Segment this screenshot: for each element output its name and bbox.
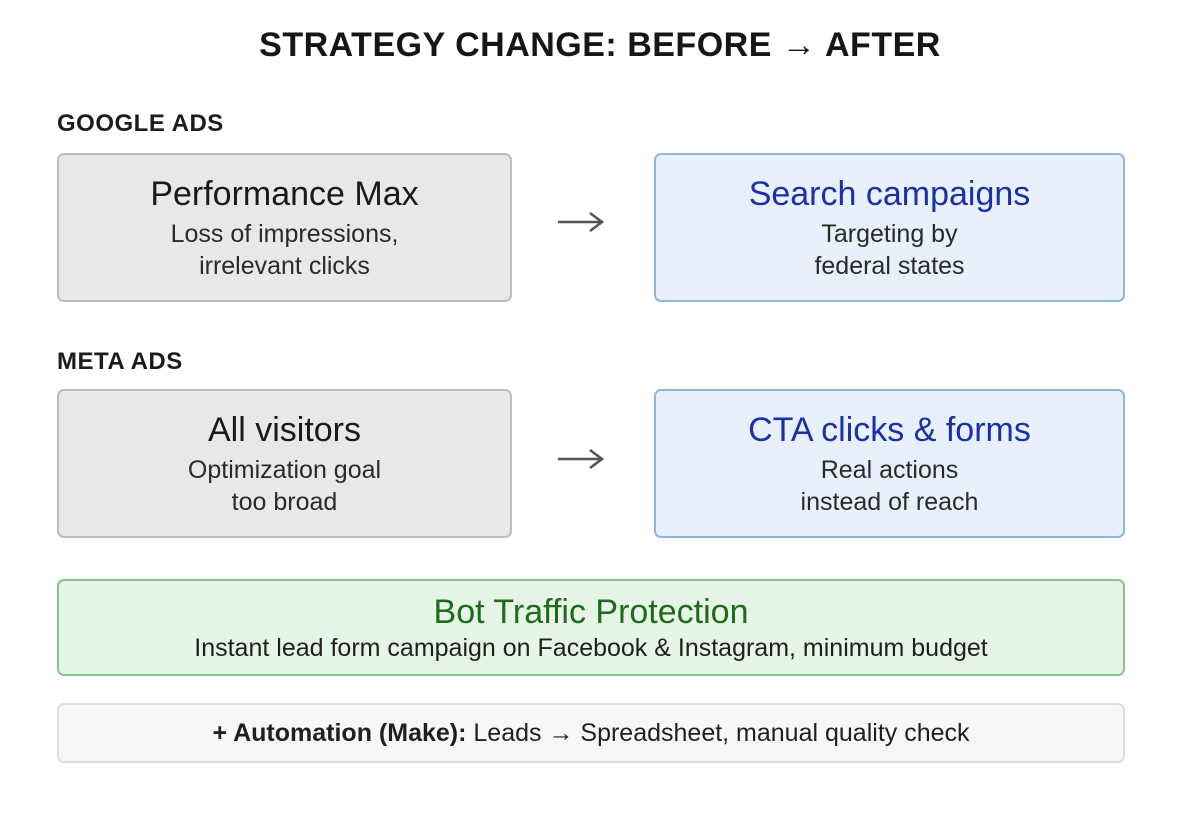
meta-ads-after-box: CTA clicks & forms Real actions instead … xyxy=(654,389,1125,538)
google-ads-before-desc-line-1: Loss of impressions, xyxy=(170,219,399,248)
page-title: STRATEGY CHANGE: BEFORE → AFTER xyxy=(259,26,941,64)
google-ads-before-box: Performance Max Loss of impressions, irr… xyxy=(57,153,512,302)
google-ads-before-desc: Loss of impressions, irrelevant clicks xyxy=(171,218,399,282)
meta-ads-before-box: All visitors Optimization goal too broad xyxy=(57,389,512,538)
bot-protection-title: Bot Traffic Protection xyxy=(433,592,749,631)
automation-note-text: Leads → Spreadsheet, manual quality chec… xyxy=(466,718,970,747)
automation-note-box: + Automation (Make): Leads → Spreadsheet… xyxy=(57,703,1125,763)
google-ads-before-title: Performance Max xyxy=(150,174,419,213)
meta-ads-before-desc: Optimization goal too broad xyxy=(188,454,381,518)
automation-note-label: + Automation (Make): xyxy=(212,718,467,747)
google-ads-after-desc-line-1: Targeting by xyxy=(821,219,958,248)
google-ads-before-desc-line-2: irrelevant clicks xyxy=(199,251,370,280)
right-arrow-icon xyxy=(558,211,605,233)
meta-ads-after-desc-line-1: Real actions xyxy=(820,455,959,484)
google-ads-after-title: Search campaigns xyxy=(748,174,1031,213)
google-ads-after-desc: Targeting by federal states xyxy=(814,218,964,282)
section-label-meta-ads: META ADS xyxy=(57,348,183,375)
google-ads-after-box: Search campaigns Targeting by federal st… xyxy=(654,153,1125,302)
meta-ads-before-title: All visitors xyxy=(207,410,362,449)
meta-ads-before-desc-line-1: Optimization goal xyxy=(187,455,382,484)
meta-ads-after-title: CTA clicks & forms xyxy=(748,410,1031,449)
right-arrow-icon xyxy=(558,448,605,470)
meta-ads-after-desc: Real actions instead of reach xyxy=(801,454,979,518)
section-label-google-ads: GOOGLE ADS xyxy=(57,110,224,137)
bot-protection-desc: Instant lead form campaign on Facebook &… xyxy=(194,633,988,662)
google-ads-after-desc-line-2: federal states xyxy=(814,251,965,280)
meta-ads-before-desc-line-2: too broad xyxy=(231,487,338,516)
bot-protection-box: Bot Traffic Protection Instant lead form… xyxy=(57,579,1125,676)
meta-ads-after-desc-line-2: instead of reach xyxy=(800,487,979,516)
